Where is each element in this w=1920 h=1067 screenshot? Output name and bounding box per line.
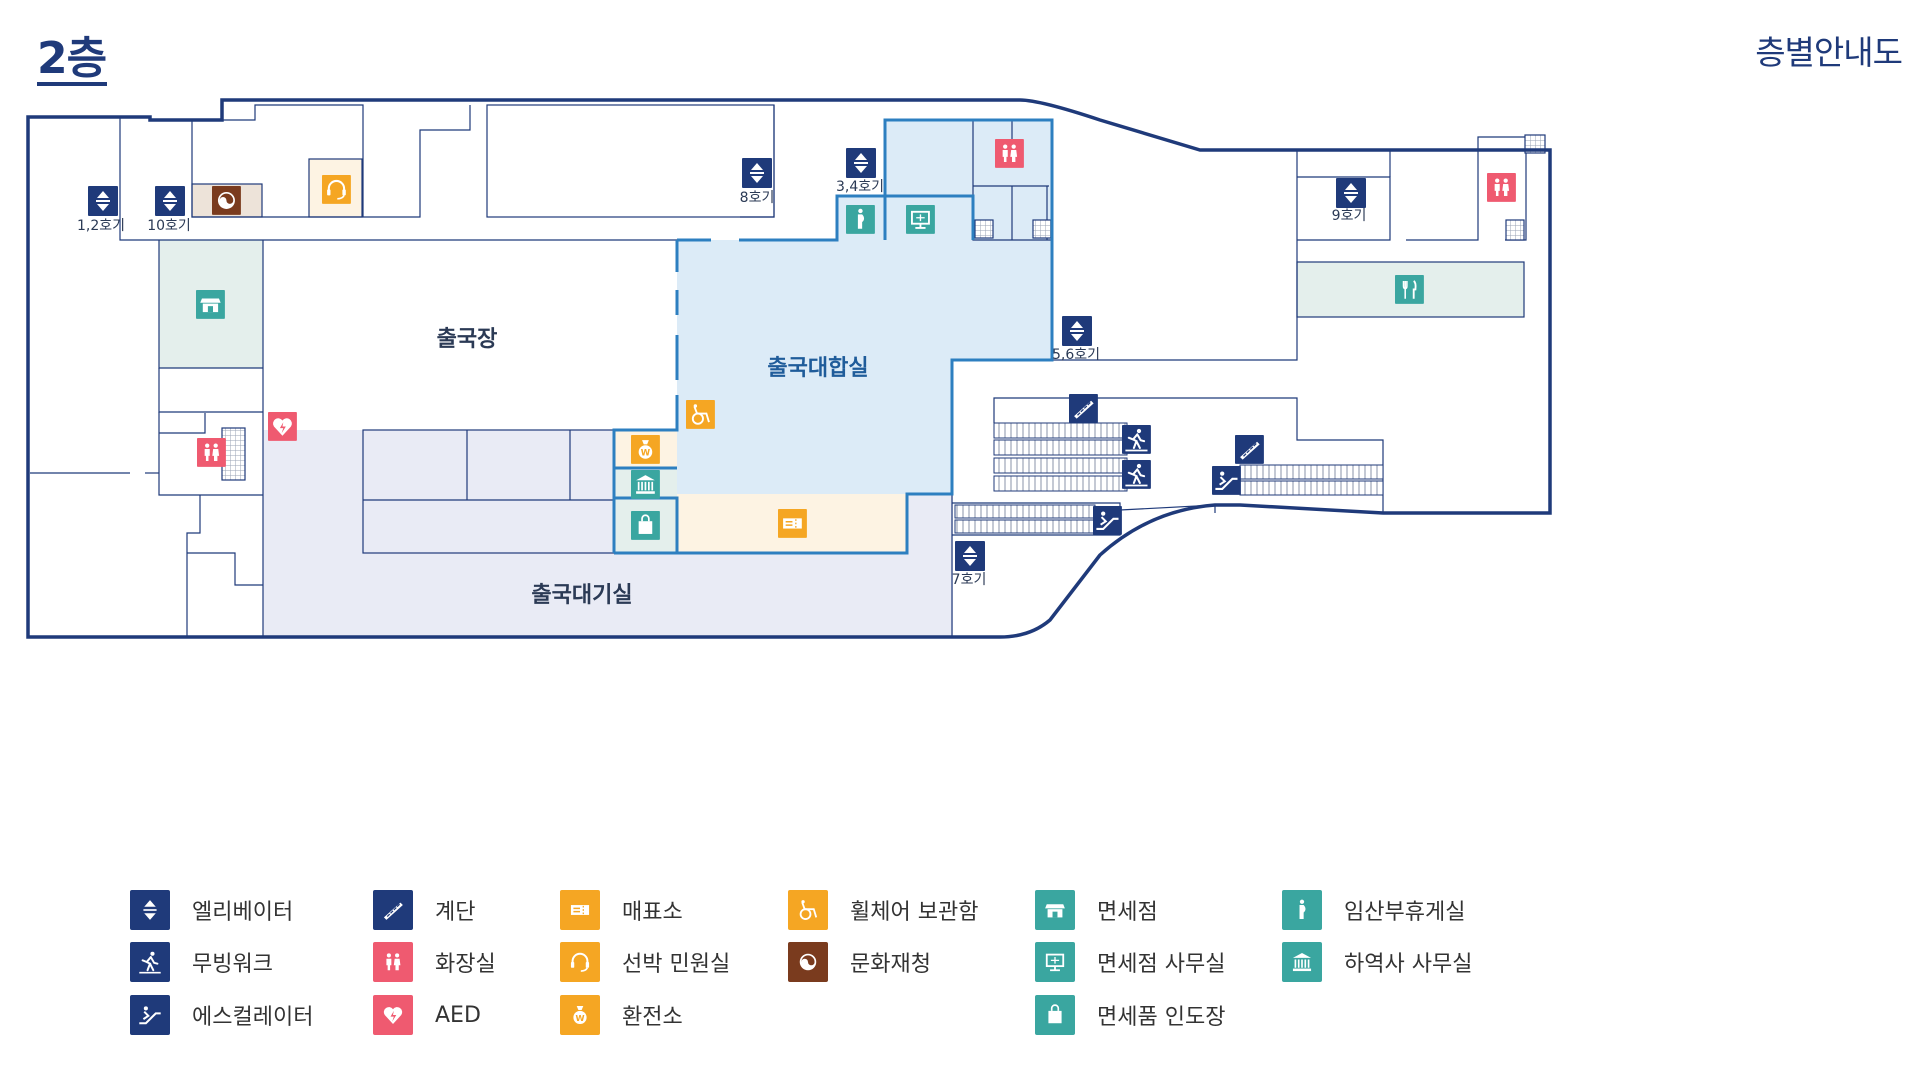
legend-item: 에스컬레이터 [130,993,313,1037]
ticket-icon[interactable] [777,508,808,539]
legend-label: 엘리베이터 [192,900,294,925]
legend-item: 면세점 [1035,888,1158,932]
stairs-icon[interactable] [1068,393,1099,424]
wheelchair-icon[interactable] [685,399,716,430]
legend-item: 하역사 사무실 [1282,940,1472,984]
departure-lounge-zone [677,120,1052,494]
legend-item: 매표소 [560,888,683,932]
elevator-icon[interactable] [155,186,185,216]
legend-label: 하역사 사무실 [1344,952,1473,977]
legend-item: 면세점 사무실 [1035,940,1225,984]
elevator-label-8: 8호기 [740,190,775,206]
moving-walk-icon[interactable] [1120,423,1152,455]
legend-label: 휠체어 보관함 [850,900,979,925]
legend-label: 면세품 인도장 [1097,1005,1226,1030]
legend-item: 면세품 인도장 [1035,993,1225,1037]
culture-icon [788,942,828,982]
elevator-icon[interactable] [742,158,772,188]
legend-label: 문화재청 [850,952,931,977]
departure-lounge-boundary [612,118,1054,555]
legend-item: 계단 [373,888,475,932]
shop-icon [1035,890,1075,930]
floor-title: 2층 [37,33,107,84]
area-departure-lounge: 출국대합실 [767,355,868,381]
guide-title: 층별안내도 [1755,33,1903,72]
headset-icon [560,942,600,982]
floor-title-underline [37,82,107,86]
legend: 엘리베이터 무빙워크 에스컬레이터 계단 화장실 AED 매표소 선박 민원실 … [0,840,1920,1040]
elevator-icon[interactable] [1062,316,1092,346]
legend-item: 선박 민원실 [560,940,730,984]
elevator-label-7: 7호기 [952,572,987,588]
svg-text:W: W [575,1013,584,1023]
headset-icon[interactable] [320,173,352,205]
wheelchair-icon [788,890,828,930]
moving-walks [954,422,1384,534]
legend-label: 면세점 사무실 [1097,952,1226,977]
stairs-icon[interactable] [1234,434,1265,465]
aed-icon[interactable] [268,412,297,441]
elevator-icon [130,890,170,930]
escalator-icon[interactable] [1091,504,1123,536]
legend-item: 엘리베이터 [130,888,293,932]
office-icon [1035,942,1075,982]
office-icon[interactable] [905,204,936,235]
elevator-icon[interactable] [1336,178,1366,208]
legend-item: 무빙워크 [130,940,273,984]
legend-item: 임산부휴게실 [1282,888,1465,932]
legend-label: 무빙워크 [192,952,273,977]
elevator-label-9: 9호기 [1332,208,1367,224]
elevator-icon[interactable] [846,148,876,178]
bank-icon[interactable] [630,469,661,500]
ticket-icon [560,890,600,930]
bag-icon [1035,995,1075,1035]
restroom-icon[interactable] [197,438,226,467]
restroom-icon[interactable] [1487,173,1516,202]
legend-item: 휠체어 보관함 [788,888,978,932]
legend-item: 문화재청 [788,940,931,984]
legend-label: 매표소 [622,900,683,925]
escalator-icon[interactable] [1210,464,1242,496]
bag-icon[interactable] [630,510,661,541]
aed-icon [373,995,413,1035]
legend-label: 에스컬레이터 [192,1005,314,1030]
restroom-icon[interactable] [995,139,1024,168]
elevator-label-5-6: 5,6호기 [1052,347,1100,363]
restaurant-icon[interactable] [1395,275,1424,304]
money-bag-icon[interactable] [631,435,660,464]
escalator-icon [130,995,170,1035]
legend-label: 화장실 [435,952,496,977]
restroom-icon [373,942,413,982]
shop-icon[interactable] [196,290,225,319]
legend-label: 계단 [435,900,476,925]
legend-label: 환전소 [622,1005,683,1030]
outer-wall [26,98,1552,639]
elevator-label-10: 10호기 [147,218,191,234]
pregnant-icon[interactable] [846,205,875,234]
elevator-icon[interactable] [955,541,985,571]
elevator-icon[interactable] [88,186,118,216]
legend-item: W 환전소 [560,993,683,1037]
area-waiting-room: 출국대기실 [531,583,632,608]
moving-walk-icon [130,942,170,982]
pregnant-icon [1282,890,1322,930]
elevator-label-1-2: 1,2호기 [77,218,125,234]
legend-label: AED [435,1002,481,1028]
legend-item: AED [373,993,481,1037]
money-bag-icon: W [560,995,600,1035]
area-departure: 출국장 [437,327,498,352]
elevator-label-3-4: 3,4호기 [836,179,884,195]
legend-label: 임산부휴게실 [1344,900,1466,925]
culture-icon[interactable] [212,186,241,215]
legend-label: 선박 민원실 [622,952,731,977]
moving-walk-icon[interactable] [1120,458,1152,490]
stairs-icon [373,890,413,930]
bank-icon [1282,942,1322,982]
floor-map: W [26,98,1552,639]
legend-item: 화장실 [373,940,496,984]
legend-label: 면세점 [1097,900,1158,925]
